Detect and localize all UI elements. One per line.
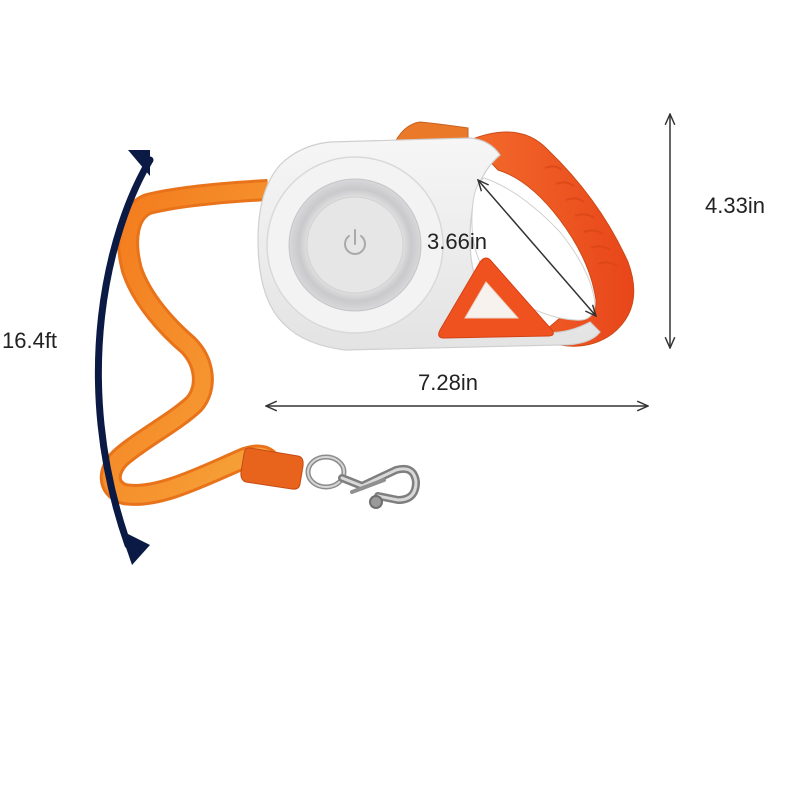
handle-dimension-line: [478, 180, 596, 316]
width-label: 7.28in: [418, 370, 478, 395]
leash-end-sleeve: [240, 447, 304, 490]
handle-opening-label: 3.66in: [427, 229, 487, 254]
leash-ribbon: [99, 179, 280, 506]
snap-hook: [305, 454, 421, 509]
leash-length-label: 16.4ft: [2, 328, 58, 353]
power-icon: [344, 229, 366, 255]
height-label: 4.33in: [705, 193, 765, 218]
leash-length-arrow: [94, 150, 154, 565]
lock-button: [394, 121, 469, 143]
